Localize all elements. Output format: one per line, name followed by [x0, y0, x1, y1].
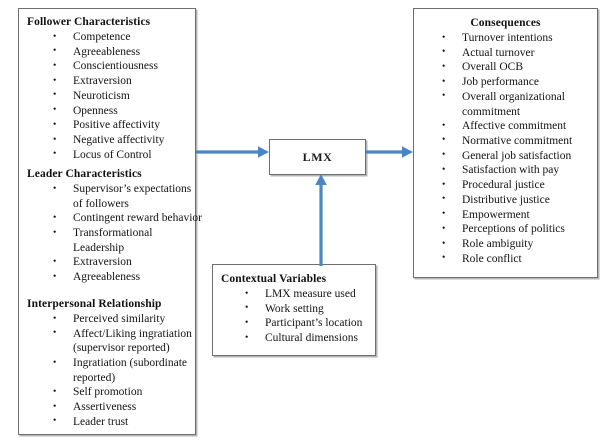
lmx-box: LMX: [269, 139, 366, 175]
list-item: Perceptions of politics: [442, 222, 591, 237]
list-item: Positive affectivity: [53, 118, 203, 133]
list-item: Negative affectivity: [53, 133, 203, 148]
interpersonal-relationship-list: Perceived similarity Affect/Liking ingra…: [27, 312, 203, 429]
group-title-interpersonal: Interpersonal Relationship: [27, 298, 162, 310]
list-item: Extraversion: [53, 255, 203, 270]
arrow-lmx-to-consequences-icon: [366, 144, 416, 160]
list-item: Transformational Leadership: [53, 226, 203, 255]
list-item: Competence: [53, 30, 203, 45]
list-item: Supervisor’s expectations of followers: [53, 182, 203, 211]
list-item: Perceived similarity: [53, 312, 203, 327]
list-item: Openness: [53, 103, 203, 119]
list-item: Satisfaction with pay: [442, 163, 591, 178]
arrow-antecedents-to-lmx-icon: [196, 144, 272, 160]
list-item: Contingent reward behavior: [53, 211, 203, 226]
list-item: Cultural dimensions: [245, 331, 369, 346]
list-item: Distributive justice: [442, 192, 591, 208]
lmx-label: LMX: [302, 149, 333, 164]
list-item: Job performance: [442, 75, 591, 90]
list-item: Role conflict: [442, 251, 591, 267]
list-item: Turnover intentions: [442, 31, 591, 46]
group-follower-characteristics: Follower Characteristics Competence Agre…: [19, 15, 209, 163]
list-item: LMX measure used: [245, 287, 369, 302]
list-item: Overall OCB: [442, 60, 591, 75]
list-item: Actual turnover: [442, 45, 591, 61]
list-item: Locus of Control: [53, 147, 203, 163]
list-item: Affective commitment: [442, 119, 591, 134]
list-item: Overall organizational commitment: [442, 89, 591, 119]
leader-characteristics-list: Supervisor’s expectations of followers C…: [27, 182, 203, 285]
list-item: General job satisfaction: [442, 148, 591, 164]
consequences-title: Consequences: [470, 17, 541, 29]
list-item: Agreeableness: [53, 270, 203, 285]
list-item: Extraversion: [53, 74, 203, 89]
contextual-variables-title: Contextual Variables: [221, 273, 327, 285]
list-item: Ingratiation (subordinate reported): [53, 356, 203, 385]
consequences-box: Consequences Turnover intentions Actual …: [413, 8, 598, 278]
group-leader-characteristics: Leader Characteristics Supervisor’s expe…: [19, 167, 209, 285]
list-item: Normative commitment: [442, 133, 591, 149]
list-item: Self promotion: [53, 385, 203, 400]
consequences-list: Turnover intentions Actual turnover Over…: [420, 31, 591, 266]
list-item: Role ambiguity: [442, 237, 591, 252]
list-item: Empowerment: [442, 207, 591, 223]
contextual-variables-list: LMX measure used Work setting Participan…: [221, 287, 369, 346]
list-item: Neuroticism: [53, 88, 203, 104]
arrow-contextual-to-lmx-icon: [313, 172, 329, 266]
group-title-follower: Follower Characteristics: [27, 16, 151, 28]
list-item: Agreeableness: [53, 44, 203, 60]
list-item: Conscientiousness: [53, 59, 203, 74]
list-item: Procedural justice: [442, 178, 591, 193]
list-item: Leader trust: [53, 414, 203, 430]
list-item: Participant’s location: [245, 316, 369, 331]
group-interpersonal-relationship: Interpersonal Relationship Perceived sim…: [19, 297, 209, 430]
contextual-variables-box: Contextual Variables LMX measure used Wo…: [212, 264, 376, 356]
follower-characteristics-list: Competence Agreeableness Conscientiousne…: [27, 30, 203, 162]
list-item: Assertiveness: [53, 400, 203, 415]
list-item: Work setting: [245, 301, 369, 317]
antecedents-box: Follower Characteristics Competence Agre…: [18, 8, 202, 435]
list-item: Affect/Liking ingratiation (supervisor r…: [53, 326, 203, 356]
group-title-leader: Leader Characteristics: [27, 168, 142, 180]
